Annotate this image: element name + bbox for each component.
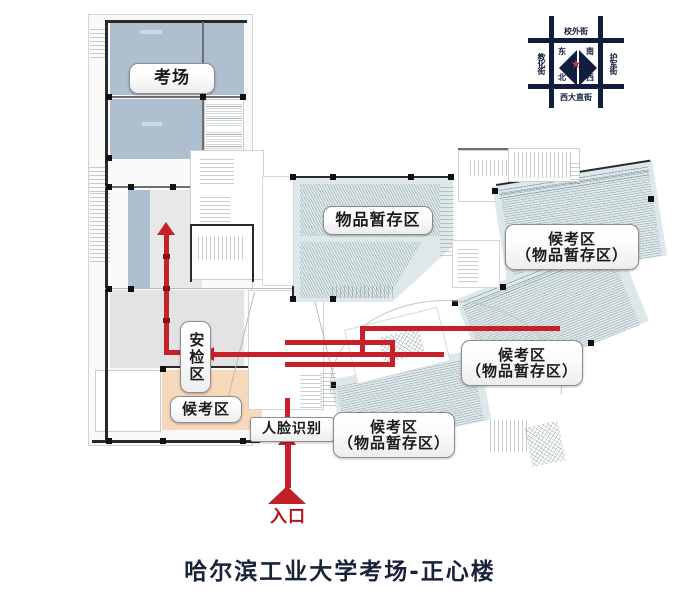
- wall-left-top: [105, 20, 247, 23]
- wall-corridor-top: [105, 186, 247, 188]
- column-node: [448, 174, 454, 180]
- compass-arrow-from-southeast: [579, 68, 597, 86]
- column-node: [330, 174, 336, 180]
- wall-left-outer: [105, 22, 108, 442]
- column-node: [106, 286, 112, 292]
- core-wall-left: [190, 224, 192, 282]
- direction-label-east: 东: [558, 47, 566, 56]
- column-node: [240, 94, 246, 100]
- label-waiting-storage-3[interactable]: 候考区 （物品暂存区）: [333, 412, 455, 458]
- core-lower-stair: [300, 372, 322, 408]
- direction-label-north: 北: [558, 73, 566, 82]
- column-node: [160, 438, 166, 444]
- wall-upper-right: [458, 148, 524, 150]
- label-storage-area[interactable]: 物品暂存区: [323, 206, 433, 235]
- compass-arrow-from-southwest: [559, 68, 577, 86]
- label-waiting-area[interactable]: 候考区: [170, 396, 242, 423]
- block1-stair: [514, 152, 574, 178]
- street-bar-top: [528, 38, 624, 43]
- route-hook-bottom: [285, 362, 395, 367]
- street-bar-right: [598, 16, 603, 108]
- stairwell-lower-left: [89, 164, 105, 192]
- direction-label-south: 南: [586, 47, 594, 56]
- column-node: [200, 94, 206, 100]
- label-waiting-storage-2[interactable]: 候考区 （物品暂存区）: [461, 340, 583, 386]
- column-node: [128, 286, 134, 292]
- street-label-right: 护军街: [609, 52, 618, 74]
- core-stair-3: [198, 236, 246, 260]
- column-node: [106, 155, 112, 161]
- label-waiting-storage-1[interactable]: 候考区 （物品暂存区）: [505, 224, 639, 270]
- column-node: [500, 284, 506, 290]
- column-node: [408, 174, 414, 180]
- exam-hall-room-lower: [110, 99, 202, 159]
- compass-arrow-from-northwest: [559, 50, 577, 68]
- stairwell-upper-left: [90, 26, 108, 58]
- column-node: [648, 196, 654, 202]
- right-edge-detail: [570, 160, 580, 184]
- star-marker-icon: [571, 59, 581, 69]
- column-node: [106, 94, 112, 100]
- route-security-to-exam: [164, 234, 169, 354]
- label-security-check[interactable]: 安检区: [180, 321, 211, 393]
- column-node: [588, 340, 594, 346]
- column-node: [106, 438, 112, 444]
- label-face-recognition[interactable]: 人脸识别: [250, 417, 334, 442]
- street-label-left: 教化街: [537, 52, 546, 74]
- exam-hall-desk-1: [140, 30, 162, 34]
- route-entrance-stem: [285, 442, 291, 488]
- street-bar-bottom: [528, 84, 624, 89]
- route-right-return: [360, 326, 560, 331]
- column-node: [170, 184, 176, 190]
- column-node: [330, 296, 336, 302]
- block3-stair-right: [490, 420, 530, 452]
- route-arrow-to-exam-hall: [157, 222, 175, 235]
- core-wall-right: [252, 224, 254, 282]
- wall-waiting-top: [162, 366, 264, 368]
- column-node: [106, 184, 112, 190]
- compass-arrow-from-northeast: [579, 50, 597, 68]
- column-node: [492, 188, 498, 194]
- page-title: 哈尔滨工业大学考场-正心楼: [184, 559, 496, 585]
- route-to-security: [214, 352, 444, 357]
- column-node: [128, 184, 134, 190]
- wall-corridor-dashline: [105, 288, 405, 289]
- column-node: [290, 296, 296, 302]
- label-entrance: 入口: [270, 506, 306, 527]
- wall-left-bottom: [92, 440, 260, 443]
- direction-label-west: 西: [586, 73, 594, 82]
- route-tick-1: [163, 254, 170, 259]
- wall-auditorium-top: [293, 176, 453, 178]
- fan-connector-stair: [458, 246, 478, 282]
- wall-exam-divider: [110, 96, 246, 98]
- column-node: [290, 174, 296, 180]
- fan-lower-stair: [320, 372, 336, 406]
- core-stair-2: [200, 196, 230, 226]
- route-tick-2: [163, 286, 170, 291]
- label-exam-hall[interactable]: 考场: [129, 63, 215, 94]
- block3-hatch-right: [524, 420, 566, 468]
- core-wall-top: [190, 224, 254, 226]
- entrance-arrow-icon: [268, 486, 306, 504]
- exam-hall-desk-2: [142, 122, 162, 126]
- exam-hall-seat-rows-2: [206, 132, 242, 154]
- street-label-bottom: 西大直街: [560, 93, 592, 102]
- upper-right-stair: [470, 160, 514, 176]
- exam-hall-seat-rows: [206, 104, 242, 126]
- auditorium-balcony-rail: [332, 286, 396, 298]
- street-label-top: 校外街: [564, 27, 588, 36]
- column-node: [160, 366, 166, 372]
- compass-locator: 校外街 西大直街 教化街 护军街 东 南 北 西: [528, 16, 624, 108]
- auditorium-lobby: [262, 176, 294, 286]
- route-tick-3: [163, 318, 170, 323]
- auditorium-side-seating: [440, 186, 454, 256]
- core-stair-1: [200, 158, 234, 184]
- route-hook-top: [285, 340, 395, 345]
- column-node: [240, 438, 246, 444]
- street-bar-left: [549, 16, 554, 108]
- route-right-bend: [360, 326, 365, 356]
- corridor-blue-strip: [128, 190, 150, 288]
